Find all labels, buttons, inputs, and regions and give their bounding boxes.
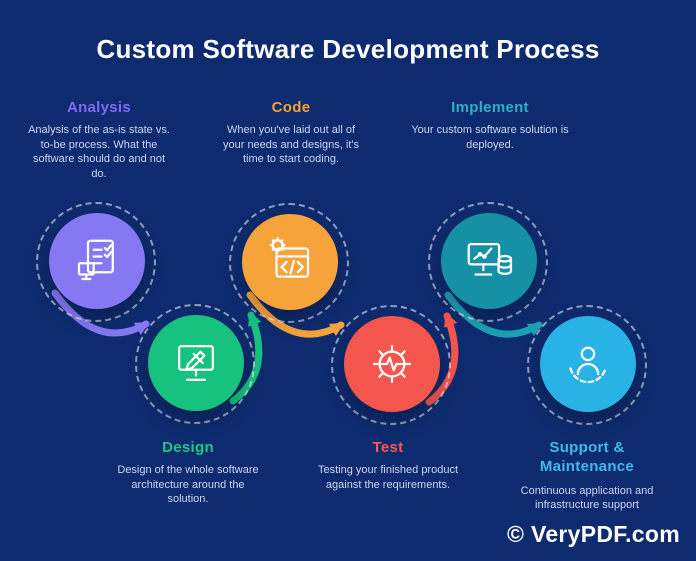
step-implement-title: Implement bbox=[451, 99, 529, 116]
step-analysis-description: Analysis of the as-is state vs. to-be pr… bbox=[28, 124, 170, 181]
design-circle bbox=[148, 315, 244, 411]
document-checklist-icon bbox=[77, 239, 114, 281]
dashed-ring bbox=[331, 305, 451, 425]
gear-pulse-icon bbox=[372, 344, 412, 384]
step-implement: Implement Your custom software solution … bbox=[405, 99, 575, 152]
node-implement bbox=[428, 202, 548, 322]
code-circle bbox=[242, 214, 338, 310]
node-support bbox=[527, 305, 647, 425]
support-circle bbox=[540, 316, 636, 412]
test-circle bbox=[344, 316, 440, 412]
deploy-monitor-icon bbox=[467, 243, 513, 276]
step-support-title: Support & Maintenance bbox=[539, 439, 635, 475]
node-design bbox=[135, 304, 255, 424]
design-tools-icon bbox=[178, 345, 214, 381]
code-window-icon bbox=[269, 237, 310, 278]
dashed-ring bbox=[428, 202, 548, 322]
node-analysis bbox=[36, 202, 156, 322]
step-code: Code When you've laid out all of your ne… bbox=[218, 99, 364, 167]
step-test-description: Testing your finished product against th… bbox=[317, 464, 459, 491]
step-analysis-title: Analysis bbox=[66, 99, 132, 116]
step-support: Support & Maintenance Continuous applica… bbox=[492, 439, 682, 513]
step-code-description: When you've laid out all of your needs a… bbox=[222, 124, 360, 166]
implement-circle bbox=[441, 213, 537, 309]
dashed-ring bbox=[527, 305, 647, 425]
step-support-description: Continuous application and infrastructur… bbox=[520, 484, 654, 512]
dashed-ring bbox=[229, 203, 349, 323]
analysis-circle bbox=[49, 213, 145, 309]
step-test-title: Test bbox=[372, 439, 404, 456]
step-design: Design Design of the whole software arch… bbox=[113, 439, 263, 507]
watermark: © VeryPDF.com bbox=[507, 521, 680, 547]
step-code-title: Code bbox=[271, 99, 311, 116]
node-code bbox=[229, 203, 349, 323]
dashed-ring bbox=[36, 202, 156, 322]
page-title: Custom Software Development Process bbox=[96, 34, 600, 64]
dashed-ring bbox=[135, 304, 255, 424]
support-person-icon bbox=[569, 346, 607, 384]
step-implement-description: Your custom software solution is deploye… bbox=[411, 124, 569, 151]
node-test bbox=[331, 305, 451, 425]
step-design-title: Design bbox=[162, 439, 214, 456]
step-analysis: Analysis Analysis of the as-is state vs.… bbox=[28, 99, 170, 182]
step-test: Test Testing your finished product again… bbox=[315, 439, 461, 492]
step-design-description: Design of the whole software architectur… bbox=[117, 464, 259, 506]
